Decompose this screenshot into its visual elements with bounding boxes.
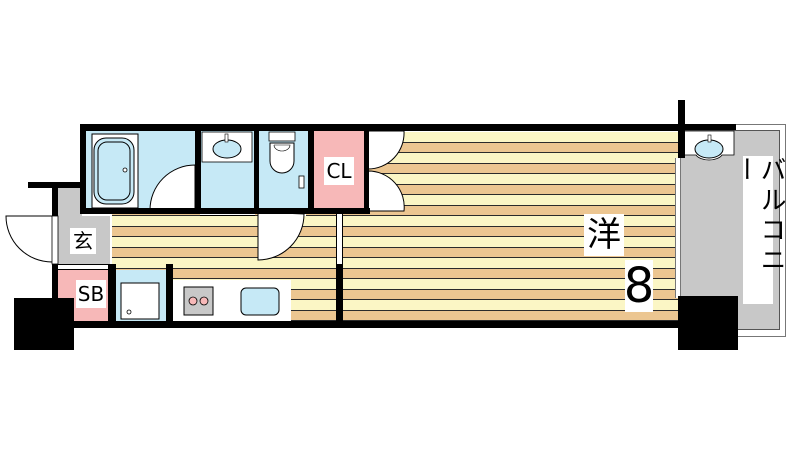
- entry-door-arc: [5, 215, 59, 265]
- sink-icon: [240, 287, 280, 316]
- wall-bottom: [58, 321, 680, 328]
- partition-rail: [336, 214, 343, 264]
- bath-door-arc: [149, 164, 196, 211]
- wall-entry-left-bottom: [52, 264, 58, 300]
- toilet-door-arc: [257, 211, 306, 261]
- entrance-label: 玄: [70, 228, 96, 254]
- wall-bath-wash: [195, 124, 201, 214]
- small-gray-area: [58, 188, 82, 216]
- wall-left-upper: [80, 124, 86, 214]
- wall-entry-bottom: [58, 264, 108, 270]
- wall-mid-post: [336, 264, 343, 324]
- washer-pan-icon: [120, 282, 160, 320]
- bathtub-icon: [91, 133, 139, 209]
- closet-door-arcs: [367, 130, 405, 212]
- wall-bath-bottom: [80, 208, 370, 214]
- closet-label: CL: [324, 157, 354, 185]
- wall-sb-laundry: [108, 264, 116, 324]
- window-sash: [675, 158, 681, 298]
- wall-closet-right: [364, 124, 369, 214]
- western-room-size: 8: [623, 258, 655, 314]
- washbasin-icon: [201, 131, 253, 163]
- column-left: [14, 298, 74, 350]
- balcony-top-wall: [678, 124, 736, 130]
- column-right: [678, 296, 738, 350]
- wall-entry-left-top: [52, 182, 58, 216]
- wall-toilet-closet: [308, 124, 314, 214]
- stove-icon: [183, 286, 214, 316]
- western-room-label: 洋: [584, 214, 624, 256]
- wall-wash-toilet: [254, 124, 259, 214]
- balcony-label: バルコニー: [730, 156, 786, 304]
- outdoor-unit-icon: [681, 130, 735, 161]
- wall-top: [80, 124, 680, 131]
- toilet-icon: [268, 131, 305, 189]
- wall-laundry-kitchen: [166, 264, 173, 324]
- shoe-box-label: SB: [76, 280, 106, 308]
